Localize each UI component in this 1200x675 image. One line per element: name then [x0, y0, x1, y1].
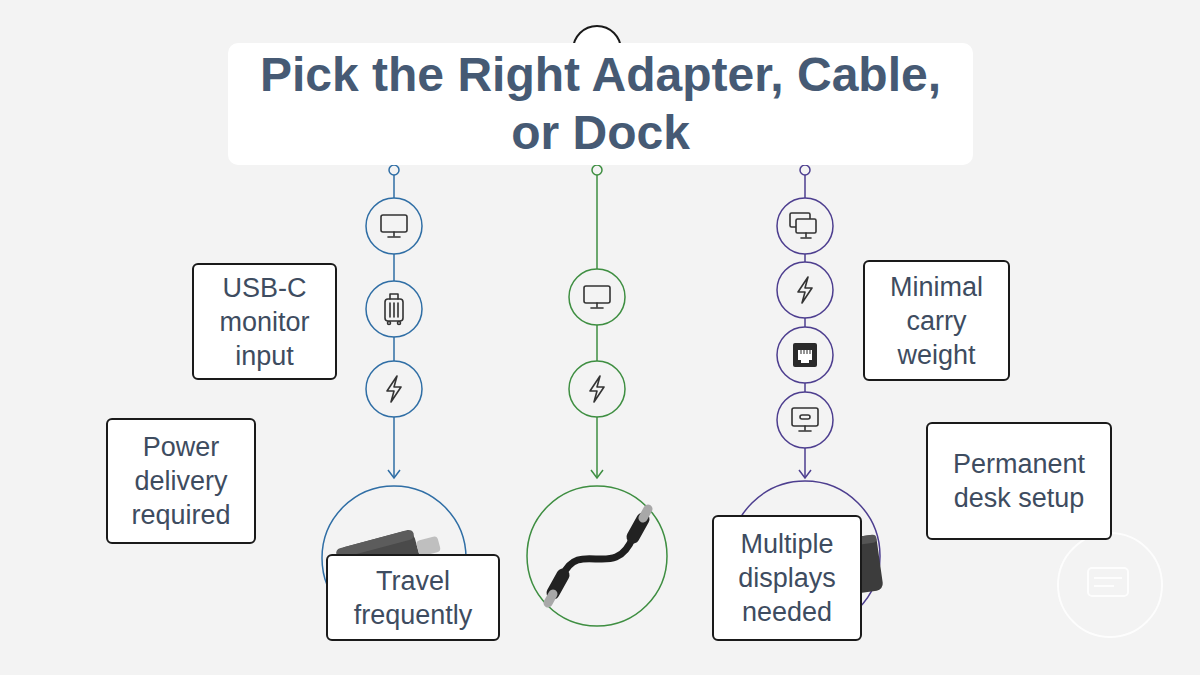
label-box: Power delivery required — [106, 418, 256, 544]
luggage-stripe — [397, 303, 399, 317]
icon-circle — [366, 281, 422, 337]
icon-circle — [777, 262, 833, 318]
column-line — [596, 175, 598, 477]
monitor-icon — [584, 286, 610, 308]
icon-circle — [569, 269, 625, 325]
watermark-logo — [1058, 533, 1162, 637]
luggage-wheel — [388, 322, 391, 325]
product-circle — [527, 486, 667, 626]
monitor-base — [388, 236, 400, 238]
icon-circle — [777, 327, 833, 383]
ethernet-port — [798, 350, 812, 363]
label-text: USB-C monitor input — [219, 271, 309, 373]
monitor-screen — [792, 408, 818, 426]
label-box: USB-C monitor input — [192, 263, 337, 380]
monitor-stand — [596, 303, 598, 307]
ethernet-pins — [801, 350, 810, 354]
icon-circle — [569, 361, 625, 417]
column-start-dot — [800, 165, 810, 175]
watermark-circle — [1058, 533, 1162, 637]
watermark-glyph — [1094, 585, 1114, 587]
label-text: Minimal carry weight — [890, 270, 983, 372]
dual-monitor-icon — [790, 213, 816, 238]
lightning-icon — [387, 376, 401, 402]
icon-circle — [366, 198, 422, 254]
monitor-base — [801, 237, 811, 239]
icon-circle — [366, 361, 422, 417]
column-start-dot — [389, 165, 399, 175]
arrow-head — [388, 470, 400, 478]
monitor-screen — [381, 215, 407, 232]
monitor-screen — [796, 219, 816, 233]
cable-plug — [548, 594, 553, 603]
luggage-stripe — [393, 303, 395, 317]
watermark-glyph — [1094, 577, 1122, 579]
title-box: Pick the Right Adapter, Cable, or Dock — [228, 43, 973, 165]
icon-circle — [777, 198, 833, 254]
monitor-stand — [393, 232, 395, 236]
label-text: Travel frequently — [354, 564, 473, 632]
ethernet-body — [793, 343, 817, 367]
luggage-stripe — [389, 303, 391, 317]
column-start-dot — [592, 165, 602, 175]
luggage-wheel — [398, 322, 401, 325]
cable-wire — [563, 537, 633, 575]
luggage-icon — [385, 294, 403, 325]
ethernet-icon — [793, 343, 817, 367]
label-box: Travel frequently — [326, 554, 500, 641]
label-text: Multiple displays needed — [738, 527, 836, 629]
luggage-body — [385, 299, 403, 321]
label-text: Permanent desk setup — [953, 447, 1085, 515]
arrow-head — [799, 470, 811, 478]
monitor-stand — [804, 426, 806, 430]
icon-circle — [777, 392, 833, 448]
monitor-base — [799, 430, 811, 432]
port-slot — [800, 415, 810, 419]
label-box: Permanent desk setup — [926, 422, 1112, 540]
cable-plug — [643, 509, 648, 518]
monitor-screen — [584, 286, 610, 303]
lightning-icon — [590, 376, 604, 402]
label-box: Multiple displays needed — [712, 515, 862, 641]
middle-column — [527, 165, 667, 626]
label-text: Power delivery required — [131, 430, 230, 532]
monitor-icon — [381, 215, 407, 237]
cable-illustration — [548, 509, 648, 603]
arrow-head — [591, 470, 603, 478]
display-port-icon — [792, 408, 818, 431]
monitor-base — [591, 307, 603, 309]
luggage-handle — [390, 294, 398, 299]
watermark-glyph — [1088, 568, 1128, 596]
lightning-icon — [798, 277, 812, 303]
label-box: Minimal carry weight — [863, 260, 1010, 381]
title-text: Pick the Right Adapter, Cable, or Dock — [243, 46, 958, 162]
monitor-stand — [805, 233, 807, 237]
